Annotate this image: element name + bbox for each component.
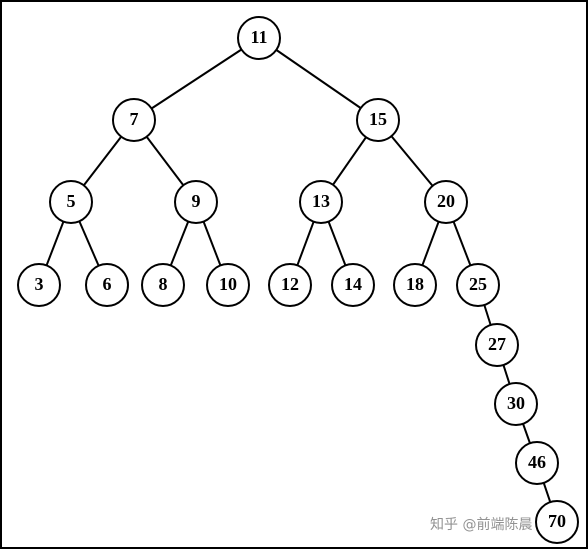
node-circle [268,263,312,307]
node-label: 25 [469,274,487,294]
tree-node: 3 [17,263,61,307]
node-circle [393,263,437,307]
tree-node: 13 [299,180,343,224]
node-label: 14 [344,274,362,294]
tree-node: 18 [393,263,437,307]
node-label: 11 [250,27,267,47]
node-circle [331,263,375,307]
node-circle [356,98,400,142]
node-label: 12 [281,274,299,294]
node-label: 3 [35,274,44,294]
node-circle [174,180,218,224]
node-label: 10 [219,274,237,294]
tree-node: 10 [206,263,250,307]
node-label: 8 [159,274,168,294]
tree-node: 46 [515,441,559,485]
tree-node: 27 [475,323,519,367]
node-label: 13 [312,191,330,211]
tree-node: 25 [456,263,500,307]
node-circle [49,180,93,224]
node-circle [424,180,468,224]
node-circle [112,98,156,142]
tree-node: 8 [141,263,185,307]
watermark-text: 知乎 @前端陈晨 [430,517,533,533]
tree-edge [258,37,379,121]
node-circle [494,382,538,426]
node-label: 27 [488,334,506,354]
tree-node: 6 [85,263,129,307]
tree-node: 11 [237,16,281,60]
tree-node: 5 [49,180,93,224]
node-label: 9 [192,191,201,211]
node-circle [206,263,250,307]
node-label: 5 [67,191,76,211]
tree-node: 9 [174,180,218,224]
tree-node: 20 [424,180,468,224]
node-circle [141,263,185,307]
node-label: 6 [103,274,112,294]
node-label: 18 [406,274,424,294]
node-circle [535,500,579,544]
node-circle [17,263,61,307]
tree-node: 7 [112,98,156,142]
tree-node: 70 [535,500,579,544]
node-circle [475,323,519,367]
tree-edge [133,37,260,121]
tree-node: 14 [331,263,375,307]
node-label: 20 [437,191,455,211]
node-circle [456,263,500,307]
node-label: 7 [130,109,139,129]
tree-node: 12 [268,263,312,307]
nodes-layer: 11 7 15 5 9 13 20 3 6 8 10 12 14 18 25 27 30 46 70 [17,16,579,544]
node-label: 30 [507,393,525,413]
node-circle [237,16,281,60]
node-circle [299,180,343,224]
node-label: 15 [369,109,387,129]
node-label: 46 [528,452,546,472]
node-label: 70 [548,511,566,531]
tree-node: 30 [494,382,538,426]
tree-node: 15 [356,98,400,142]
node-circle [515,441,559,485]
node-circle [85,263,129,307]
